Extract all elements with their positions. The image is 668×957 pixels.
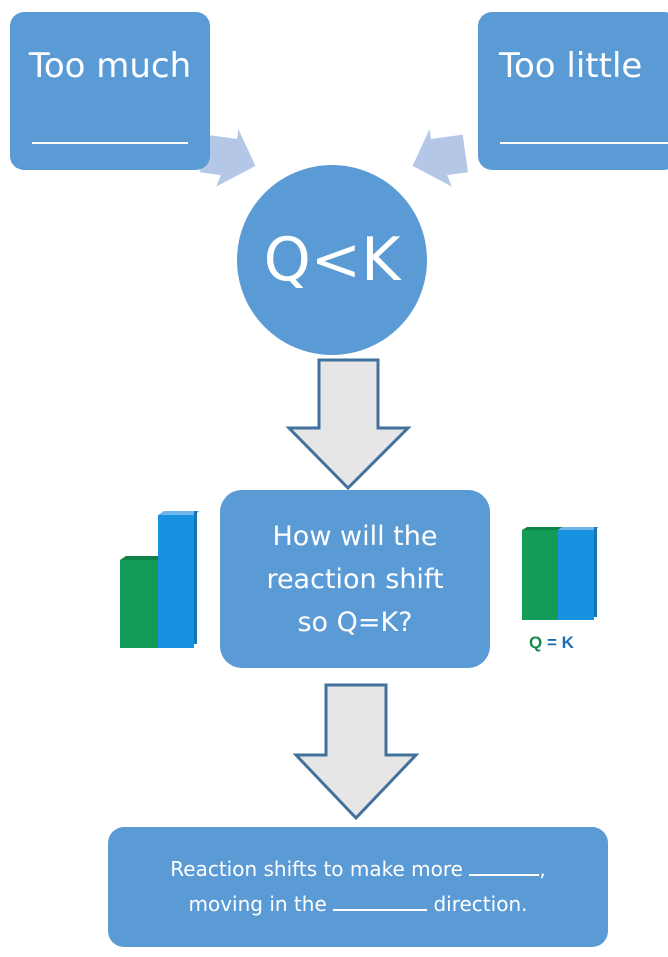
result-line-2: moving in the direction. [189,887,528,922]
too-little-blank [500,142,668,144]
question-text: How will the reaction shift so Q=K? [266,520,444,638]
too-little-box: Too little [478,12,668,170]
down-arrow-2 [292,683,420,821]
q-equals-k-label-text: Q = K [529,633,574,652]
right-bar-chart-icon [522,527,599,620]
q-less-than-k-circle: Q<K [237,165,427,355]
result-box: Reaction shifts to make more , moving in… [108,827,608,947]
q-less-than-k-text: Q<K [263,225,401,295]
blank-direction [333,890,428,911]
result-line-1: Reaction shifts to make more , [170,852,545,887]
too-little-title: Too little [499,46,643,86]
result-line-2-suffix: direction. [427,892,528,916]
too-much-title: Too much [28,46,192,86]
result-line-1-prefix: Reaction shifts to make more [170,857,470,881]
too-much-box: Too much [10,12,210,170]
too-much-blank [32,142,188,144]
result-line-1-suffix: , [539,857,546,881]
small-arrow-right [412,129,468,187]
result-line-2-prefix: moving in the [188,892,334,916]
down-arrow-1 [285,358,412,491]
left-bar-chart-icon [120,511,200,648]
small-arrow-left [200,129,256,187]
question-box: How will the reaction shift so Q=K? [220,490,490,668]
q-equals-k-label: Q = K [529,633,574,653]
blank-products [469,855,540,876]
